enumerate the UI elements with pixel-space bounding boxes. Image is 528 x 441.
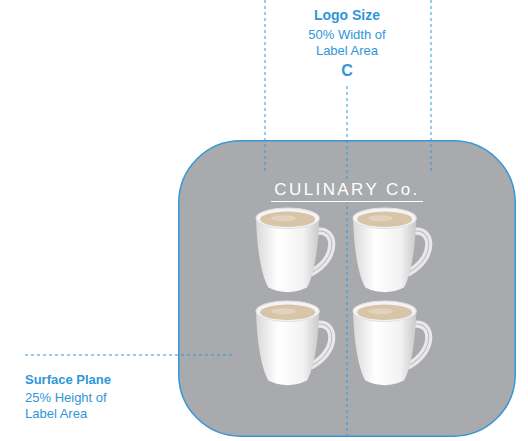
center-line: [347, 86, 348, 437]
guide-line: [431, 0, 432, 172]
annotation-label: C: [297, 63, 397, 79]
mug-image: [353, 208, 429, 292]
logo-text: CULINARY Co.: [271, 180, 422, 202]
annotation-label: Logo Size: [287, 7, 407, 23]
mug-image: [353, 301, 429, 385]
annotation-label: 50% Width of Label Area: [292, 27, 402, 59]
annotation-label: Surface Plane: [25, 372, 155, 388]
label-shape: [179, 141, 516, 437]
mug-image: [256, 208, 332, 292]
guide-line: [265, 0, 266, 172]
guide-line: [25, 355, 232, 356]
label-area: CULINARY Co.: [178, 140, 516, 437]
mug-image: [256, 301, 332, 385]
annotation-label: 25% Height of Label Area: [25, 390, 135, 422]
